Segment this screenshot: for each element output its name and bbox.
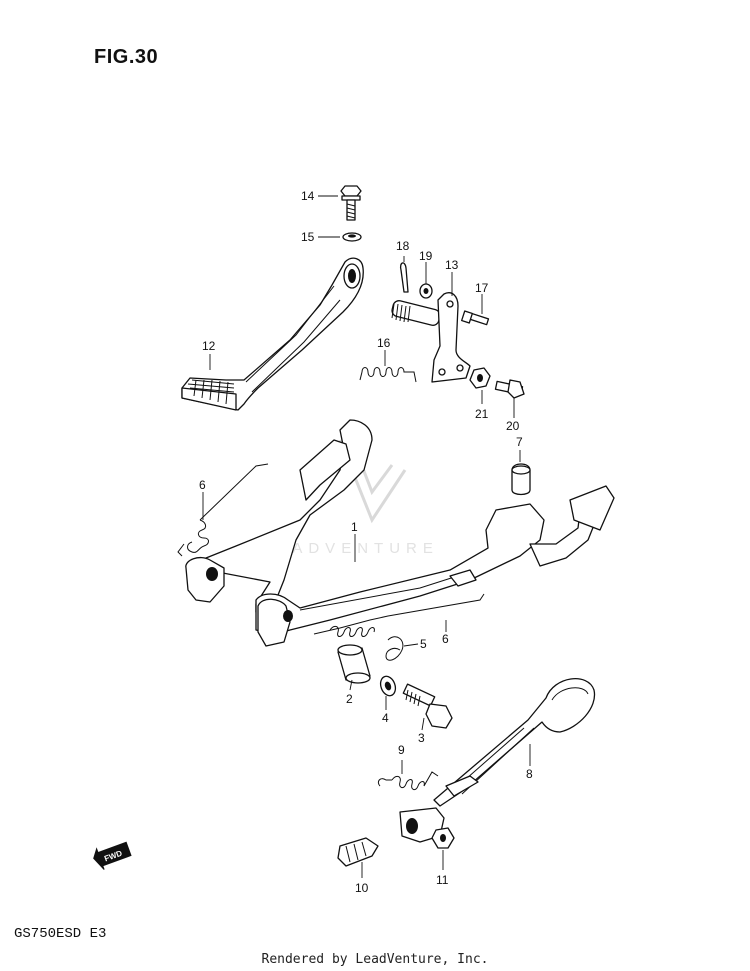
callout-1: 1 (351, 520, 358, 534)
callout-19: 19 (419, 249, 433, 263)
callout-3: 3 (418, 731, 425, 745)
part-19-washer (419, 283, 433, 299)
callout-11: 11 (436, 873, 449, 887)
callout-14: 14 (301, 189, 315, 203)
callout-12: 12 (202, 339, 216, 353)
callout-numbers: 14 15 18 19 13 17 12 16 21 20 7 6 1 5 6 … (199, 189, 533, 895)
callout-8: 8 (526, 767, 533, 781)
part-1-center-stand (185, 419, 615, 647)
part-15-washer (342, 232, 362, 242)
render-credit: Rendered by LeadVenture, Inc. (261, 952, 489, 967)
callout-5: 5 (420, 637, 427, 651)
callout-21: 21 (475, 407, 489, 421)
callout-17: 17 (475, 281, 489, 295)
part-4-washer (379, 675, 397, 697)
fwd-arrow-icon: FWD (93, 841, 132, 870)
callout-4: 4 (382, 711, 389, 725)
part-6-spring-right (313, 593, 485, 637)
callout-6-right: 6 (442, 632, 449, 646)
callout-18: 18 (396, 239, 410, 253)
callout-16: 16 (377, 336, 391, 350)
part-17-bolt (461, 310, 490, 326)
part-6-spring-left (177, 463, 269, 557)
part-2-collar (337, 644, 371, 684)
callout-6-left: 6 (199, 478, 206, 492)
callout-2: 2 (346, 692, 353, 706)
callout-15: 15 (301, 230, 315, 244)
leader-lines (202, 195, 531, 878)
callout-9: 9 (398, 743, 405, 757)
part-9-spring (377, 771, 439, 791)
part-10-bolt (337, 837, 379, 867)
part-21-nut (469, 367, 491, 389)
part-8-side-stand (399, 678, 596, 843)
callout-13: 13 (445, 258, 459, 272)
part-11-nut (431, 827, 455, 849)
part-18-cotter-pin (399, 262, 409, 293)
model-code: GS750ESD E3 (14, 926, 107, 942)
callout-7: 7 (516, 435, 523, 449)
part-7-stopper (511, 463, 531, 496)
part-13-shaft-bracket (391, 292, 471, 383)
part-20-bolt (494, 379, 525, 399)
callout-20: 20 (506, 419, 520, 433)
watermark-text: LEADVENTURE (262, 540, 439, 557)
part-16-spring (359, 367, 417, 383)
part-12-brake-pedal (181, 257, 364, 411)
callout-10: 10 (355, 881, 369, 895)
part-3-bolt (402, 683, 453, 729)
figure-title: FIG.30 (94, 46, 159, 68)
part-5-clip (385, 636, 404, 661)
part-14-bolt (340, 185, 362, 221)
